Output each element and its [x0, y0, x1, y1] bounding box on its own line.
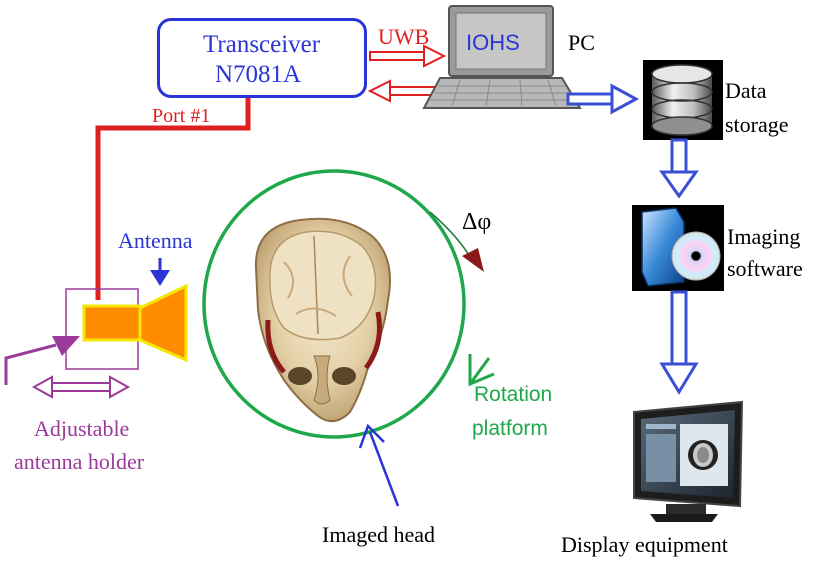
- holder-label-2: antenna holder: [14, 449, 145, 474]
- transceiver-title: Transceiver: [203, 31, 321, 58]
- pc-laptop-icon: [422, 5, 582, 109]
- uwb-arrow-left: [367, 79, 439, 103]
- pc-label: PC: [568, 30, 595, 55]
- port-label: Port #1: [152, 105, 211, 127]
- antenna-label: Antenna: [118, 228, 193, 253]
- holder-label-1: Adjustable: [34, 416, 130, 441]
- imaging-software-label-2: software: [727, 256, 803, 281]
- port-cable: [95, 97, 251, 300]
- horn-antenna-icon: [82, 283, 188, 363]
- rotation-platform-label-1: Rotation: [474, 383, 553, 406]
- data-storage-icon: [643, 60, 723, 140]
- antenna-holder: [4, 288, 139, 385]
- data-storage-label-2: storage: [725, 112, 789, 137]
- pc-screen-text: IOHS: [466, 30, 520, 55]
- imaged-head-illustration: [254, 217, 391, 423]
- platform-pointer-arrow: [468, 354, 495, 387]
- imaging-software-icon: [632, 205, 724, 291]
- head-pointer-arrow: [358, 423, 400, 507]
- rotation-platform: [202, 169, 466, 439]
- transceiver-model: N7081A: [215, 61, 302, 88]
- imaging-software-label-1: Imaging: [727, 224, 801, 249]
- software-to-display-arrow: [659, 290, 699, 395]
- transceiver-box: [157, 18, 367, 98]
- antenna-pointer-arrow: [150, 258, 170, 286]
- display-label: Display equipment: [561, 532, 728, 557]
- display-monitor-icon: [633, 400, 744, 522]
- holder-adjust-arrow: [31, 375, 131, 399]
- storage-to-software-arrow: [659, 138, 699, 199]
- rotation-direction-arrow: [429, 211, 484, 272]
- rotation-angle-symbol: Δφ: [462, 209, 492, 235]
- rotation-platform-label-2: platform: [472, 417, 548, 440]
- pc-to-storage-arrow: [566, 83, 640, 115]
- imaged-head-label: Imaged head: [322, 522, 435, 547]
- uwb-label: UWB: [378, 24, 430, 49]
- uwb-arrow-right: [369, 44, 447, 68]
- data-storage-label-1: Data: [725, 78, 767, 103]
